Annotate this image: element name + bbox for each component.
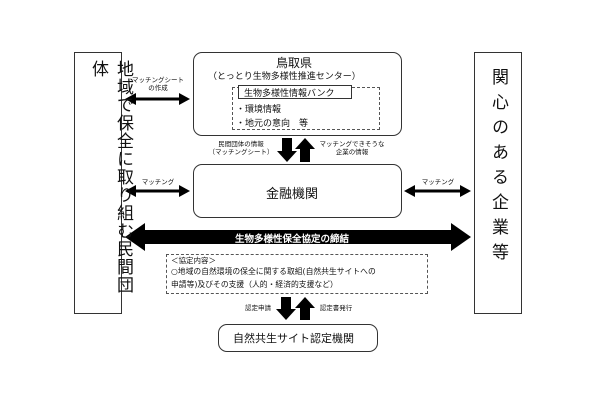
label-up-from-bank-line2: 企業の情報 [335,148,369,156]
bank-center-box [193,164,402,218]
left-entity-label: 地域で保全に取り組む民間団体 [88,60,133,294]
certifier-label: 自然共生サイト認定機関 [233,332,354,345]
arrow-right-mid [404,185,471,197]
arrow-up-from-bank [295,138,315,162]
right-entity-label: 関心のある企業等 [488,68,508,268]
arrow-left-mid [125,185,190,197]
agreement-banner-text: 生物多様性保全協定の締結 [235,234,350,245]
bank-item-local-intent: ・地元の意向 等 [236,119,309,129]
agreement-content-box [166,254,428,294]
agreement-line-1: ○地域の自然環境の保全に関する取組(自然共生サイトへの [171,267,376,276]
agreement-heading: ＜協定内容＞ [171,256,216,265]
arrow-down-to-bank [277,138,297,162]
bank-label-box [238,85,352,99]
label-apply: 認定申請 [245,304,271,312]
label-down-to-bank-line1: 民間団体の情報 [218,140,264,148]
tottori-subtitle: （とっとり生物多様性推進センター） [208,72,361,82]
arrow-down-apply [276,297,296,320]
bank-center-label: 金融機関 [266,187,319,202]
label-left-mid: マッチング [141,178,175,186]
label-down-to-bank-line2: （マッチングシート） [208,148,274,156]
arrow-up-issue [295,297,315,320]
agreement-line-2: 申請等)及びその支援（人的・経済的支援など） [171,280,338,289]
bank-label: 生物多様性情報バンク [244,89,335,99]
right-entity-box [474,52,522,314]
left-entity-box [74,52,122,314]
bank-item-environment: ・環境情報 [236,105,282,115]
label-left-top-line1: マッチングシート [132,76,184,84]
tottori-title: 鳥取県 [276,56,313,70]
label-left-top-line2: の作成 [148,84,168,92]
arrow-left-top [125,93,190,105]
certifier-box [218,324,378,352]
agreement-arrow-shape [125,223,471,251]
label-right-mid: マッチング [421,178,455,186]
label-issue: 認定書発行 [319,304,353,312]
label-up-from-bank-line1: マッチングできそうな [319,140,385,148]
